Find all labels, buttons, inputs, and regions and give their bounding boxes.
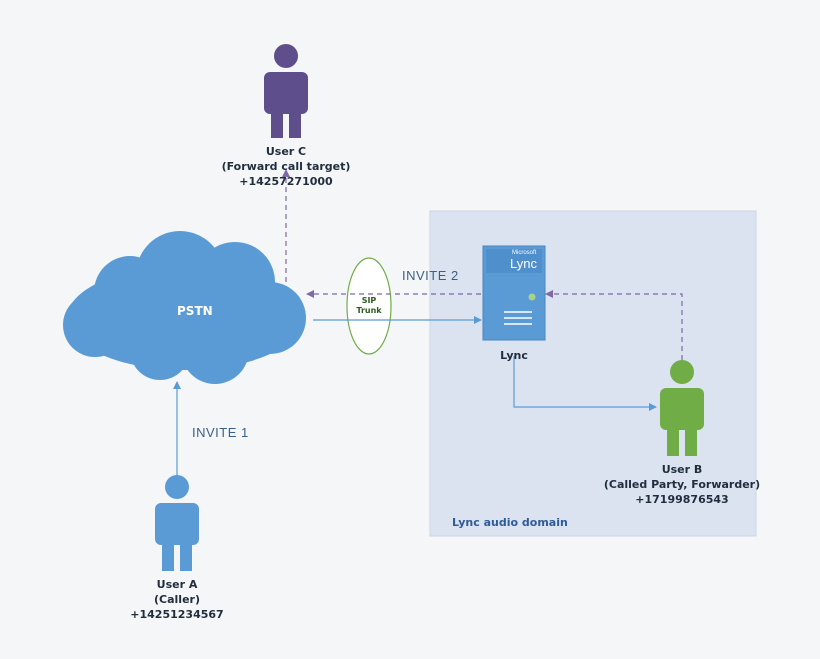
- user-b-role: (Called Party, Forwarder): [603, 478, 761, 491]
- lync-server-label: Lync: [500, 349, 528, 362]
- sip-trunk-line2: Trunk: [356, 306, 382, 315]
- user-c-role: (Forward call target): [221, 160, 351, 173]
- user-a-name: User A: [156, 578, 198, 591]
- lync-server: [482, 245, 546, 341]
- sip-trunk-label: SIP Trunk: [351, 296, 387, 316]
- pstn-cloud: [63, 231, 306, 384]
- user-b-phone: +17199876543: [635, 493, 729, 506]
- lync-logo-product: Lync: [510, 256, 537, 271]
- invite-1-label: INVITE 1: [192, 425, 249, 440]
- arrow-lync-to-userb: [513, 356, 657, 411]
- user-c-name: User C: [265, 145, 307, 158]
- user-b-label: User B (Called Party, Forwarder) +171998…: [602, 462, 762, 507]
- user-b-icon: [660, 360, 704, 456]
- arrow-userb-to-lync: [545, 290, 683, 360]
- user-b-name: User B: [661, 463, 703, 476]
- user-c-phone: +14257271000: [239, 175, 333, 188]
- lync-logo-brand: Microsoft: [512, 250, 537, 256]
- lync-domain-label: Lync audio domain: [452, 516, 568, 529]
- user-a-icon: [155, 475, 199, 571]
- pstn-label: PSTN: [177, 304, 213, 318]
- user-a-role: (Caller): [154, 593, 200, 606]
- sip-trunk-ellipse: [346, 257, 392, 355]
- user-a-label: User A (Caller) +14251234567: [117, 577, 237, 622]
- sip-trunk-line1: SIP: [361, 296, 377, 305]
- user-a-phone: +14251234567: [130, 608, 224, 621]
- user-c-icon: [264, 44, 308, 138]
- invite-2-label: INVITE 2: [402, 268, 459, 283]
- user-c-label: User C (Forward call target) +1425727100…: [216, 144, 356, 189]
